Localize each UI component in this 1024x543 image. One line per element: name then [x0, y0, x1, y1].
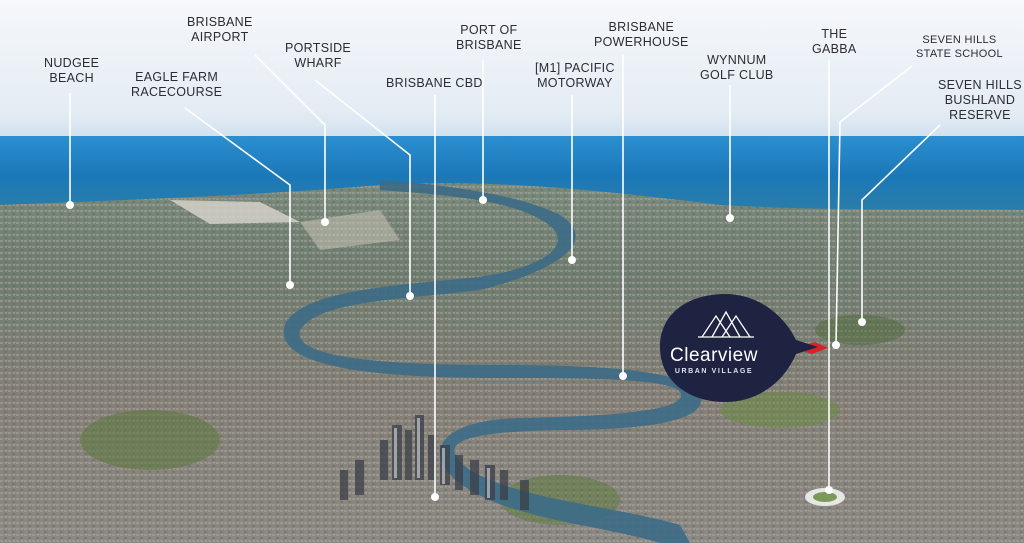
mountain-peaks-icon [698, 310, 754, 338]
brand-name: Clearview [670, 345, 758, 366]
brand-subtitle: URBAN VILLAGE [674, 368, 754, 375]
clearview-location-marker [660, 294, 818, 402]
label-brisbane-cbd: BRISBANE CBD [386, 76, 483, 90]
